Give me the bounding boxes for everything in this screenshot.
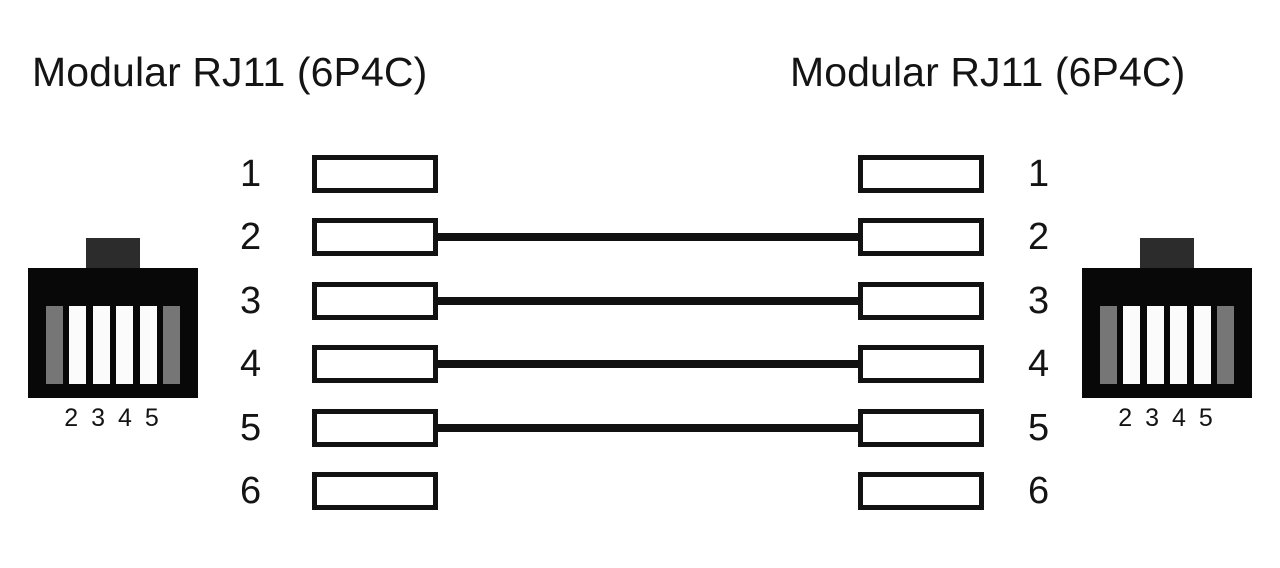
left-pin-number-6: 6 xyxy=(240,470,262,512)
right-pin-box-2 xyxy=(858,218,984,257)
wire-pin-4-to-pin-4 xyxy=(436,360,860,369)
left-connector-slot-4 xyxy=(116,306,134,384)
right-pin-number-6: 6 xyxy=(1028,470,1050,512)
right-connector-slot-4 xyxy=(1170,306,1188,384)
right-pin-box-6 xyxy=(858,472,984,510)
wire-pin-3-to-pin-3 xyxy=(436,296,860,305)
left-connector-slot-2 xyxy=(69,306,87,384)
left-connector-slot-5 xyxy=(139,306,157,384)
left-pin-box-5 xyxy=(312,408,438,447)
right-pin-box-1 xyxy=(858,155,984,193)
right-pin-box-4 xyxy=(858,345,984,384)
right-connector-title: Modular RJ11 (6P4C) xyxy=(790,49,1186,95)
left-pin-number-2: 2 xyxy=(240,216,262,259)
left-pin-box-3 xyxy=(312,281,438,320)
wire-pin-2-to-pin-2 xyxy=(436,233,860,242)
left-connector-pin-caption: 2 3 4 5 xyxy=(64,404,162,432)
wire-pin-5-to-pin-5 xyxy=(436,423,860,432)
left-connector-slot-1 xyxy=(46,306,63,384)
left-pin-box-1 xyxy=(312,155,438,193)
left-rj11-connector-illustration: 2 3 4 5 xyxy=(28,238,198,431)
left-pin-number-1: 1 xyxy=(240,153,262,195)
right-connector-slots xyxy=(1100,306,1234,384)
right-connector-slot-3 xyxy=(1146,306,1164,384)
left-pin-number-3: 3 xyxy=(240,279,262,322)
right-pin-number-2: 2 xyxy=(1028,216,1050,259)
right-pin-number-3: 3 xyxy=(1028,279,1050,322)
left-pin-box-4 xyxy=(312,345,438,384)
left-connector-slots xyxy=(46,306,180,384)
left-pin-number-5: 5 xyxy=(240,406,262,449)
right-pin-number-1: 1 xyxy=(1028,153,1050,195)
right-pin-number-4: 4 xyxy=(1028,343,1050,386)
right-pin-box-3 xyxy=(858,281,984,320)
left-connector-slot-6 xyxy=(162,306,180,384)
right-connector-slot-6 xyxy=(1216,306,1234,384)
right-connector-slot-5 xyxy=(1193,306,1211,384)
left-connector-slot-3 xyxy=(92,306,110,384)
right-connector-pin-caption: 2 3 4 5 xyxy=(1118,404,1216,432)
left-pin-box-2 xyxy=(312,218,438,257)
right-rj11-connector-illustration: 2 3 4 5 xyxy=(1082,238,1252,431)
left-connector-title: Modular RJ11 (6P4C) xyxy=(32,49,428,95)
right-pin-box-5 xyxy=(858,408,984,447)
right-connector-slot-1 xyxy=(1100,306,1117,384)
right-pin-number-5: 5 xyxy=(1028,406,1050,449)
left-pin-number-4: 4 xyxy=(240,343,262,386)
right-connector-slot-2 xyxy=(1123,306,1141,384)
left-pin-box-6 xyxy=(312,472,438,510)
